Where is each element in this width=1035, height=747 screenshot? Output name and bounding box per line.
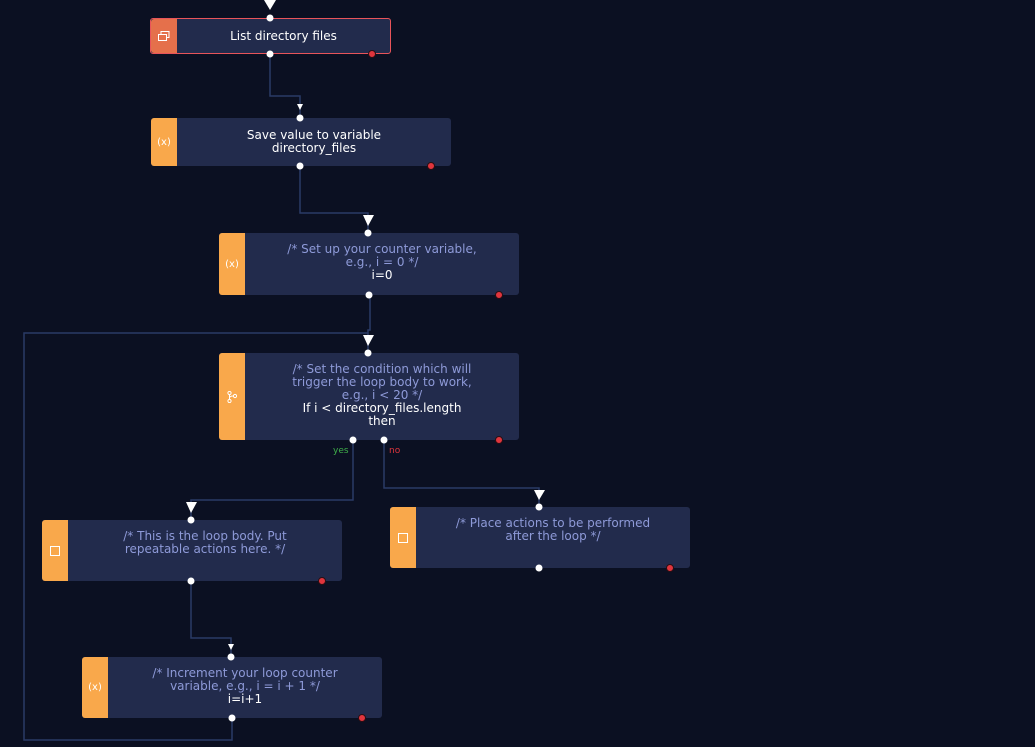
arrow-small-icon — [297, 104, 303, 110]
code-line: i=0 — [371, 268, 393, 282]
node-list-label: List directory files — [230, 28, 337, 43]
node-increment[interactable]: (x) /* Increment your loop counter varia… — [82, 657, 382, 722]
port-yes[interactable] — [349, 436, 357, 444]
connector-body-to-increment — [190, 581, 232, 657]
arrow-condition-icon — [363, 335, 374, 346]
connector-loop-back — [23, 332, 368, 741]
node-list-directory-files[interactable]: List directory files — [150, 18, 391, 58]
window-stack-icon — [158, 30, 170, 41]
node-counter-setup[interactable]: (x) /* Set up your counter variable, e.g… — [219, 233, 519, 299]
comment-line: e.g., i < 20 */ — [341, 388, 423, 402]
connector-list-to-save — [269, 54, 301, 118]
node-after-loop[interactable]: /* Place actions to be performed after t… — [390, 507, 690, 572]
port-in[interactable] — [364, 349, 372, 357]
error-indicator — [368, 50, 376, 58]
connector-yes-branch — [190, 440, 354, 520]
port-out[interactable] — [296, 162, 304, 170]
arrow-after-icon — [534, 490, 545, 500]
arrow-increment-icon — [228, 644, 234, 650]
port-in[interactable] — [296, 114, 304, 122]
code-line: i=i+1 — [227, 692, 263, 706]
node-body-icon-strip — [42, 520, 68, 581]
connector-no-branch — [383, 440, 540, 507]
comment-line: e.g., i = 0 */ — [345, 255, 419, 269]
node-condition-icon-strip — [219, 353, 245, 440]
comment-line: /* This is the loop body. Put — [123, 529, 287, 543]
port-out[interactable] — [228, 714, 236, 722]
variable-icon: (x) — [88, 682, 102, 693]
variable-icon: (x) — [225, 258, 239, 270]
error-indicator — [666, 564, 674, 572]
arrow-body-icon — [186, 502, 197, 513]
comment-line: /* Place actions to be performed — [455, 516, 651, 530]
no-label: no — [389, 446, 401, 456]
error-indicator — [495, 291, 503, 299]
port-in[interactable] — [227, 653, 235, 661]
node-save-variable[interactable]: (x) Save value to variable directory_fil… — [151, 118, 451, 170]
code-line: If i < directory_files.length — [302, 401, 462, 415]
port-in[interactable] — [187, 516, 195, 524]
comment-line: /* Set the condition which will — [292, 362, 472, 376]
node-list-icon-strip — [151, 19, 177, 53]
connector-save-to-counter — [299, 166, 369, 233]
port-in[interactable] — [266, 14, 274, 22]
arrow-counter-icon — [363, 215, 374, 226]
arrow-top-icon — [264, 0, 276, 10]
port-out[interactable] — [266, 50, 274, 58]
node-counter-icon-strip: (x) — [219, 233, 245, 295]
comment-line: trigger the loop body to work, — [292, 375, 472, 389]
port-out[interactable] — [535, 564, 543, 572]
error-indicator — [427, 162, 435, 170]
square-icon — [398, 532, 408, 543]
yes-label: yes — [333, 446, 349, 456]
node-save-icon-strip: (x) — [151, 118, 177, 166]
comment-line: /* Set up your counter variable, — [287, 242, 477, 256]
node-increment-icon-strip: (x) — [82, 657, 108, 718]
port-out[interactable] — [187, 577, 195, 585]
node-condition[interactable]: /* Set the condition which will trigger … — [219, 353, 519, 444]
code-line: then — [368, 414, 396, 428]
node-after-icon-strip — [390, 507, 416, 568]
port-out[interactable] — [365, 291, 373, 299]
port-no[interactable] — [380, 436, 388, 444]
node-loop-body[interactable]: /* This is the loop body. Put repeatable… — [42, 520, 342, 585]
port-in[interactable] — [535, 503, 543, 511]
comment-line: /* Increment your loop counter — [152, 666, 338, 680]
comment-line: variable, e.g., i = i + 1 */ — [170, 679, 320, 693]
error-indicator — [495, 436, 503, 444]
port-in[interactable] — [364, 229, 372, 237]
node-save-line1: Save value to variable — [246, 128, 382, 142]
square-icon — [50, 545, 60, 556]
comment-line: repeatable actions here. */ — [124, 542, 286, 556]
variable-icon: (x) — [157, 136, 171, 148]
error-indicator — [318, 577, 326, 585]
error-indicator — [358, 714, 366, 722]
branch-icon — [227, 390, 237, 403]
comment-line: after the loop */ — [505, 529, 601, 543]
node-save-line2: directory_files — [271, 141, 357, 155]
